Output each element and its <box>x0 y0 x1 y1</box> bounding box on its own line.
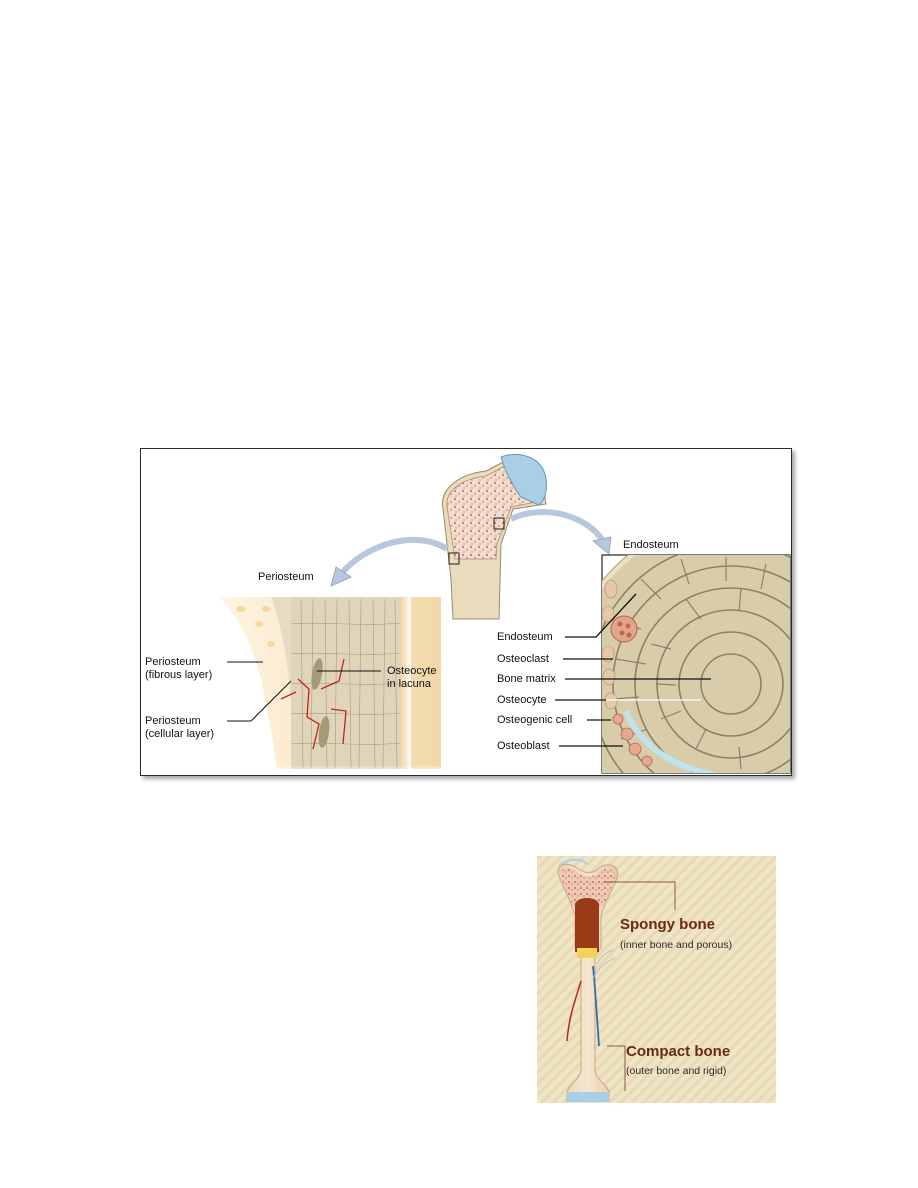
periosteum-fibrous-label-1: Periosteum <box>145 656 201 668</box>
osteocyte-lacuna-label-1: Osteocyte <box>387 665 437 677</box>
endosteum-zoom-box <box>493 517 505 530</box>
periosteum-fibrous-label-2: (fibrous layer) <box>145 669 212 681</box>
endosteum-title: Endosteum <box>623 539 679 551</box>
long-bone-figure: Spongy bone (inner bone and porous) Comp… <box>537 856 776 1103</box>
spongy-bone-title: Spongy bone <box>620 916 715 933</box>
label-osteocyte: Osteocyte <box>497 694 547 706</box>
periosteum-cellular-label-2: (cellular layer) <box>145 728 214 740</box>
periosteum-cellular-label-1: Periosteum <box>145 715 201 727</box>
compact-bone-title: Compact bone <box>626 1043 730 1060</box>
compact-bone-subtitle: (outer bone and rigid) <box>626 1065 726 1077</box>
label-endosteum: Endosteum <box>497 631 553 643</box>
label-bone-matrix: Bone matrix <box>497 673 556 685</box>
osteocyte-lacuna-label-2: in lacuna <box>387 678 432 690</box>
right-arrow <box>509 509 606 543</box>
label-osteoblast: Osteoblast <box>497 740 550 752</box>
long-bone-illustration: Spongy bone (inner bone and porous) Comp… <box>537 856 776 1103</box>
endosteum-detail <box>602 555 790 773</box>
bone-tissue-illustration: Periosteum Endosteum <box>145 453 791 774</box>
periosteum-title: Periosteum <box>258 571 314 583</box>
left-arrow <box>338 536 449 576</box>
label-osteogenic-cell: Osteogenic cell <box>497 714 572 726</box>
periosteum-zoom-box <box>448 552 460 565</box>
periosteum-detail <box>211 597 441 774</box>
long-bone <box>557 858 619 1102</box>
bone-tissue-figure: Periosteum Endosteum <box>140 448 792 776</box>
spongy-bone-subtitle: (inner bone and porous) <box>620 939 732 951</box>
endosteum-labels: Endosteum Osteoclast Bone matrix Osteocy… <box>497 593 711 752</box>
label-osteoclast: Osteoclast <box>497 653 549 665</box>
femur-head <box>442 453 547 620</box>
